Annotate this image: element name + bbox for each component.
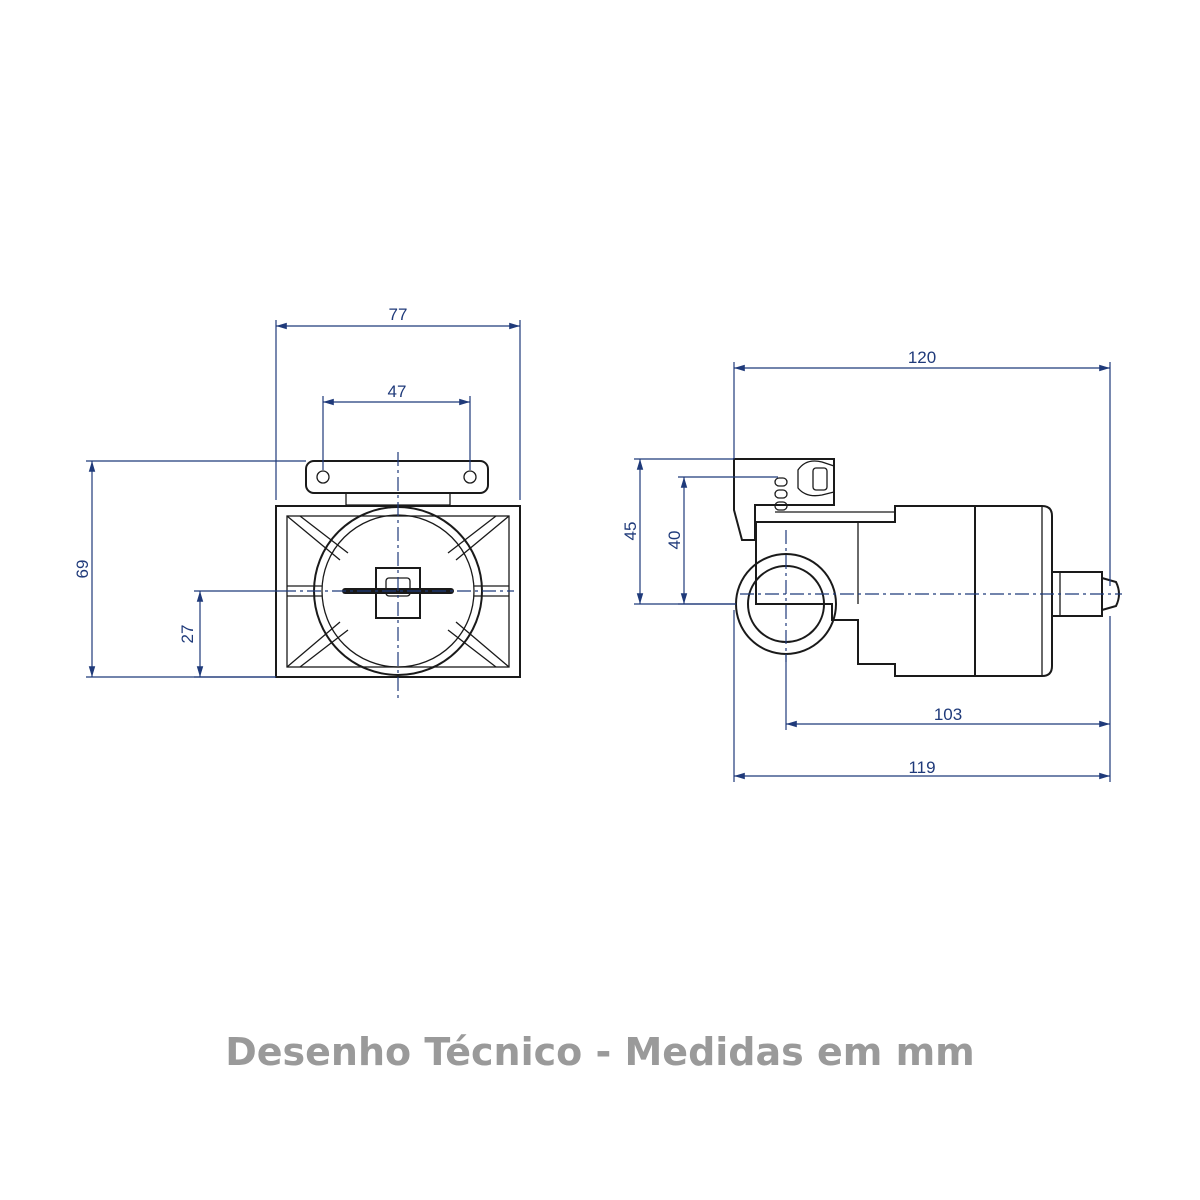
side-clip xyxy=(797,460,835,497)
dim-front-holes: 47 xyxy=(388,382,407,401)
dim-side-height-inner: 40 xyxy=(665,531,684,550)
dim-front-width: 77 xyxy=(389,305,408,324)
dim-side-height-outer: 45 xyxy=(621,522,640,541)
side-end-cap xyxy=(975,505,1053,677)
caption: Desenho Técnico - Medidas em mm xyxy=(225,1030,975,1074)
side-view xyxy=(733,458,1122,677)
dim-front-height: 69 xyxy=(73,560,92,579)
side-housing xyxy=(755,505,976,677)
side-top-bracket xyxy=(733,458,835,541)
front-view xyxy=(275,452,521,700)
front-square-stem xyxy=(375,567,421,619)
front-handle xyxy=(305,460,489,494)
front-hole-right xyxy=(463,470,477,484)
side-dimensions: 120 45 40 103 119 xyxy=(621,348,1111,782)
dim-front-axis-height: 27 xyxy=(178,625,197,644)
dim-side-bottom-width: 119 xyxy=(908,758,935,777)
front-hole-left xyxy=(316,470,330,484)
dim-side-top-width: 120 xyxy=(908,348,936,367)
front-dimensions: 77 47 69 27 xyxy=(73,305,521,678)
dim-side-axis-length: 103 xyxy=(934,705,962,724)
